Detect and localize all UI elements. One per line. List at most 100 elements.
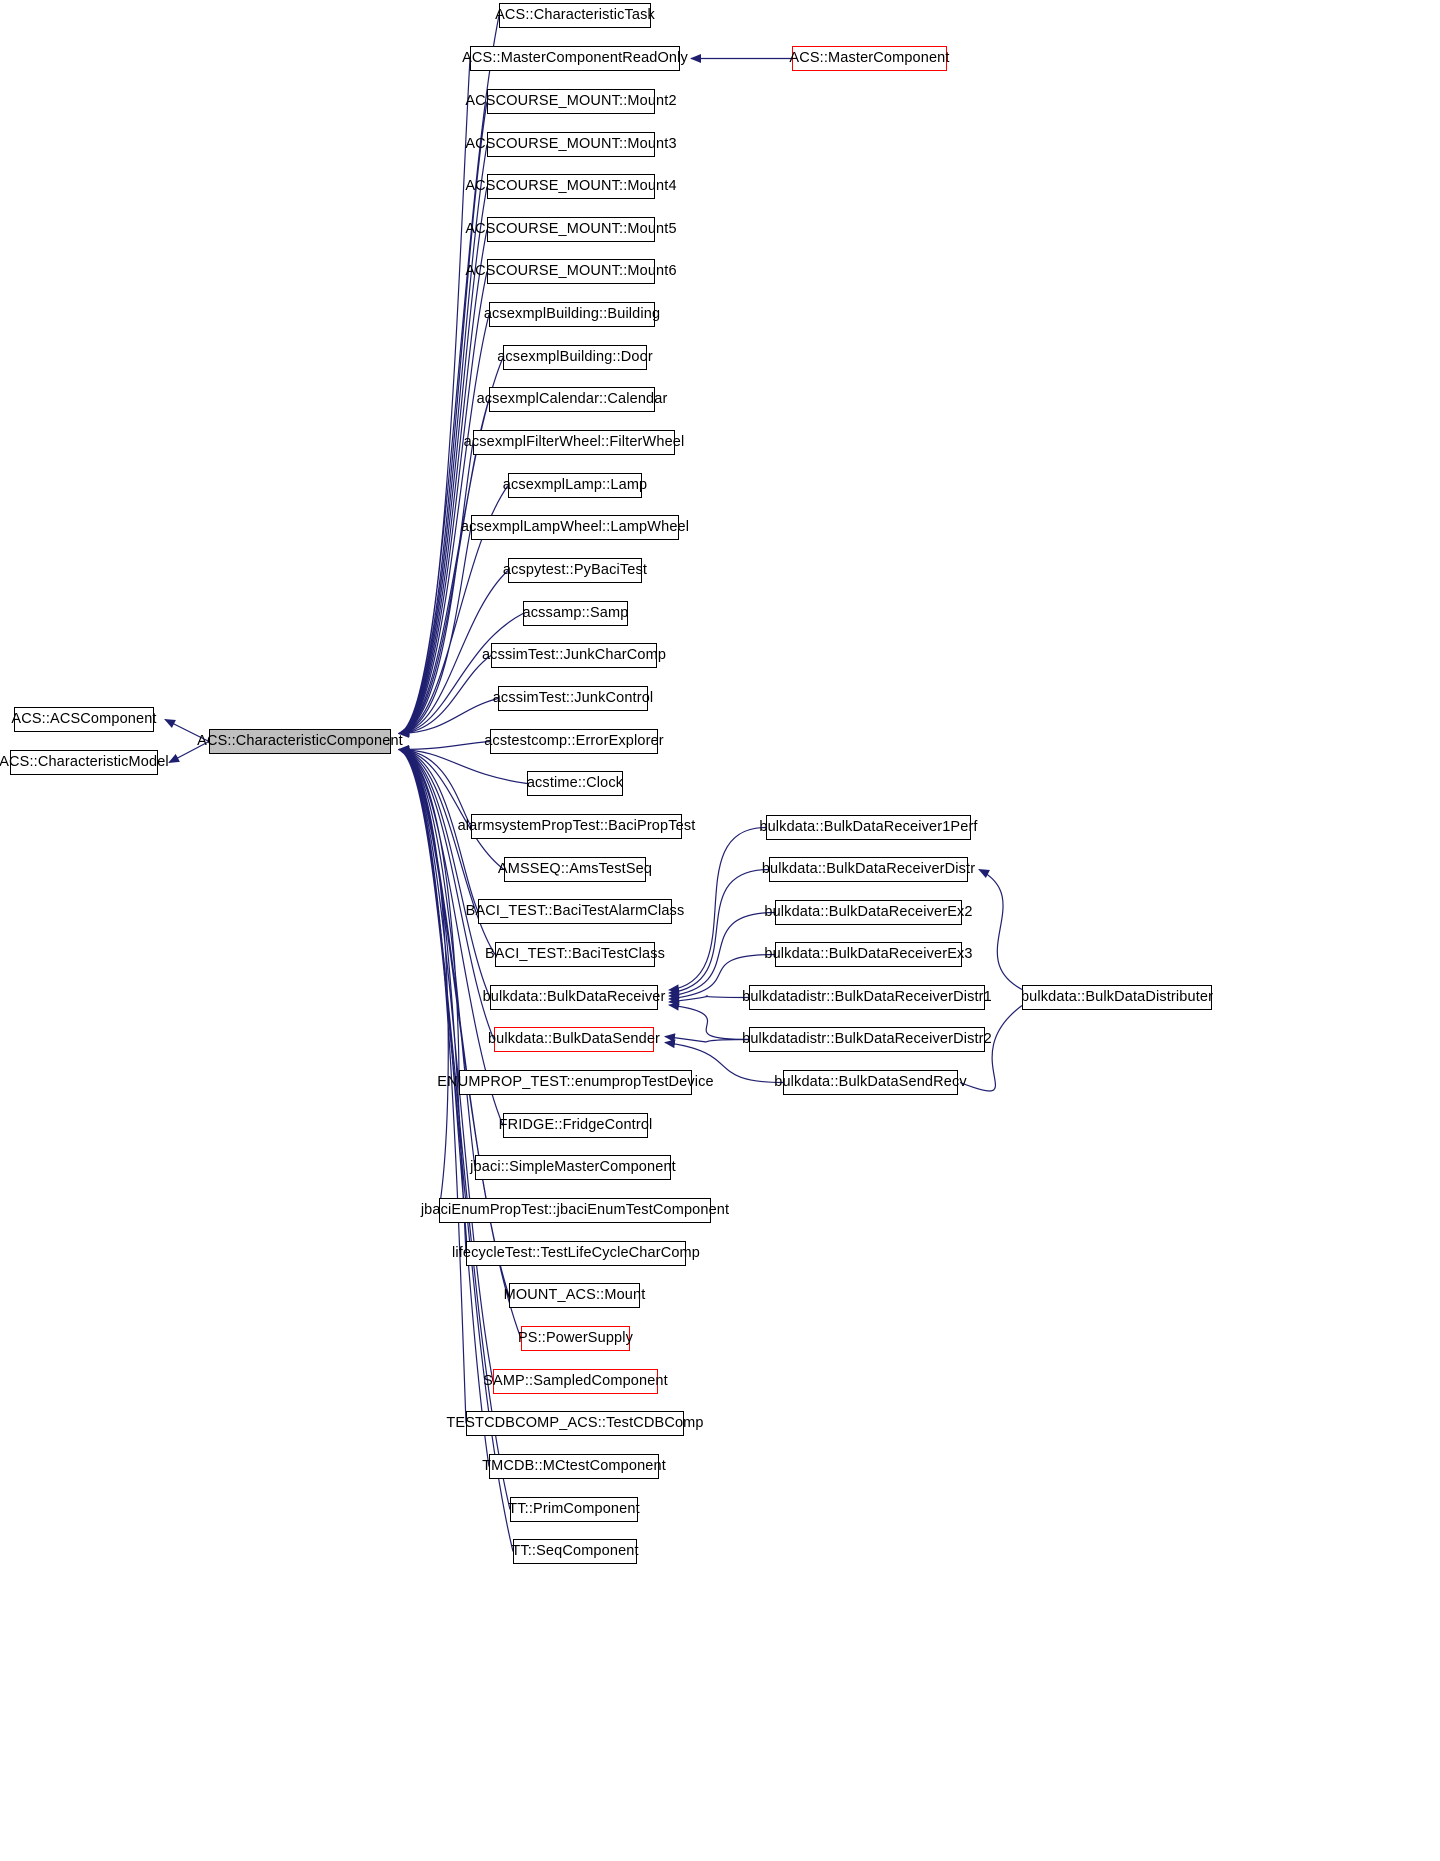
- inheritance-edge: [398, 747, 494, 1382]
- class-node-acs-characteristiccomponent[interactable]: ACS::CharacteristicComponent: [197, 729, 403, 754]
- class-node-baci-test-bacitestalarmclass[interactable]: BACI_TEST::BaciTestAlarmClass: [466, 899, 684, 924]
- inheritance-edge: [668, 995, 750, 1006]
- inheritance-edge: [398, 58, 471, 736]
- class-node-acsexmplcalendar-calendar[interactable]: acsexmplCalendar::Calendar: [477, 387, 667, 412]
- class-node-label: ACS::ACSComponent: [11, 711, 157, 728]
- class-node-bulkdata-bulkdatareceiverdistr[interactable]: bulkdata::BulkDataReceiverDistr: [762, 857, 975, 882]
- class-node-label: bulkdata::BulkDataReceiverEx2: [764, 904, 973, 921]
- class-node-acs-acscomponent[interactable]: ACS::ACSComponent: [11, 707, 156, 732]
- inheritance-edge: [398, 442, 474, 737]
- inheritance-edge: [668, 868, 770, 997]
- class-node-tt-primcomponent[interactable]: TT::PrimComponent: [508, 1497, 640, 1522]
- class-node-bulkdata-bulkdatasender[interactable]: bulkdata::BulkDataSender: [488, 1027, 660, 1052]
- class-node-label: acssimTest::JunkControl: [492, 690, 654, 707]
- inheritance-edge: [398, 271, 488, 736]
- class-node-acspytest-pybacitest[interactable]: acspytest::PyBaciTest: [503, 558, 647, 583]
- class-node-acssamp-samp[interactable]: acssamp::Samp: [523, 601, 628, 626]
- class-node-label: acsexmplBuilding::Door: [497, 349, 653, 366]
- class-node-jbacienumproptest-jbacienumtestcomponent[interactable]: jbaciEnumPropTest::jbaciEnumTestComponen…: [421, 1198, 729, 1223]
- class-node-bulkdatadistr-bulkdatareceiverdistr1[interactable]: bulkdatadistr::BulkDataReceiverDistr1: [742, 985, 992, 1010]
- class-node-acs-characteristicmodel[interactable]: ACS::CharacteristicModel: [0, 750, 169, 775]
- class-node-label: alarmsystemPropTest::BaciPropTest: [457, 818, 696, 835]
- inheritance-edge: [978, 868, 1023, 991]
- class-node-label: bulkdata::BulkDataSender: [487, 1031, 661, 1048]
- inheritance-edge: [398, 229, 488, 736]
- inheritance-edge: [398, 748, 490, 1467]
- class-node-label: ENUMPROP_TEST::enumpropTestDevice: [437, 1074, 714, 1091]
- class-node-label: TESTCDBCOMP_ACS::TestCDBComp: [446, 1415, 704, 1432]
- class-node-label: PS::PowerSupply: [517, 1330, 634, 1347]
- class-node-bulkdata-bulkdatareceiverex3[interactable]: bulkdata::BulkDataReceiverEx3: [764, 942, 972, 967]
- inheritance-edge: [398, 101, 488, 736]
- class-node-amsseq-amstestseq[interactable]: AMSSEQ::AmsTestSeq: [498, 857, 652, 882]
- class-node-label: ACS::CharacteristicTask: [495, 7, 655, 24]
- class-node-label: bulkdatadistr::BulkDataReceiverDistr1: [742, 989, 992, 1006]
- inheritance-edge: [398, 746, 491, 998]
- class-node-label: acssimTest::JunkCharComp: [481, 647, 667, 664]
- class-node-enumprop-test-enumproptestdevice[interactable]: ENUMPROP_TEST::enumpropTestDevice: [437, 1070, 714, 1095]
- inheritance-edge: [398, 748, 511, 1510]
- class-node-testcdbcomp-acs-testcdbcomp[interactable]: TESTCDBCOMP_ACS::TestCDBComp: [446, 1411, 703, 1436]
- class-node-label: bulkdata::BulkDataReceiver1Perf: [759, 819, 978, 836]
- class-node-acs-characteristictask[interactable]: ACS::CharacteristicTask: [495, 3, 655, 28]
- class-node-label: acstime::Clock: [526, 775, 624, 792]
- class-node-acssimtest-junkcharcomp[interactable]: acssimTest::JunkCharComp: [482, 643, 666, 668]
- class-node-ps-powersupply[interactable]: PS::PowerSupply: [518, 1326, 633, 1351]
- class-node-label: MOUNT_ACS::Mount: [503, 1287, 646, 1304]
- class-node-bulkdata-bulkdatasendrecv[interactable]: bulkdata::BulkDataSendRecv: [774, 1070, 967, 1095]
- inheritance-edge: [398, 527, 472, 738]
- inheritance-edge: [398, 655, 492, 738]
- class-node-fridge-fridgecontrol[interactable]: FRIDGE::FridgeControl: [499, 1113, 652, 1138]
- class-node-bulkdata-bulkdatareceiver1perf[interactable]: bulkdata::BulkDataReceiver1Perf: [759, 815, 977, 840]
- class-node-mount-acs-mount[interactable]: MOUNT_ACS::Mount: [504, 1283, 645, 1308]
- class-node-acsexmpllamp-lamp[interactable]: acsexmplLamp::Lamp: [503, 473, 647, 498]
- class-node-label: acsexmplFilterWheel::FilterWheel: [463, 434, 685, 451]
- class-node-acstestcomp-errorexplorer[interactable]: acstestcomp::ErrorExplorer: [484, 729, 664, 754]
- class-node-samp-sampledcomponent[interactable]: SAMP::SampledComponent: [483, 1369, 668, 1394]
- inheritance-edge: [398, 745, 528, 785]
- class-node-tmcdb-mctestcomponent[interactable]: TMCDB::MCtestComponent: [482, 1454, 666, 1479]
- class-node-acscourse-mount-mount4[interactable]: ACSCOURSE_MOUNT::Mount4: [465, 174, 677, 199]
- class-node-bulkdata-bulkdatareceiver[interactable]: bulkdata::BulkDataReceiver: [483, 985, 665, 1010]
- class-node-tt-seqcomponent[interactable]: TT::SeqComponent: [511, 1539, 639, 1564]
- inheritance-edge: [398, 740, 491, 754]
- inheritance-edge: [398, 746, 476, 1168]
- class-node-label: ACS::MasterComponent: [789, 50, 950, 67]
- inheritance-edge: [398, 745, 505, 870]
- class-node-bulkdata-bulkdatareceiverex2[interactable]: bulkdata::BulkDataReceiverEx2: [764, 900, 972, 925]
- inheritance-edge: [398, 357, 504, 737]
- class-node-label: bulkdata::BulkDataReceiver: [482, 989, 666, 1006]
- class-node-acssimtest-junkcontrol[interactable]: acssimTest::JunkControl: [493, 686, 653, 711]
- class-node-bulkdata-bulkdatadistributer[interactable]: bulkdata::BulkDataDistributer: [1021, 985, 1213, 1010]
- class-node-label: ACSCOURSE_MOUNT::Mount2: [465, 93, 677, 110]
- class-node-acsexmplfilterwheel-filterwheel[interactable]: acsexmplFilterWheel::FilterWheel: [464, 430, 684, 455]
- class-node-label: acsexmplBuilding::Building: [483, 306, 661, 323]
- class-node-label: lifecycleTest::TestLifeCycleCharComp: [452, 1245, 700, 1262]
- class-node-label: jbaciEnumPropTest::jbaciEnumTestComponen…: [420, 1202, 730, 1219]
- class-node-acscourse-mount-mount5[interactable]: ACSCOURSE_MOUNT::Mount5: [465, 217, 677, 242]
- class-node-acstime-clock[interactable]: acstime::Clock: [527, 771, 623, 796]
- class-node-acsexmpllampwheel-lampwheel[interactable]: acsexmplLampWheel::LampWheel: [461, 515, 689, 540]
- class-node-acsexmplbuilding-door[interactable]: acsexmplBuilding::Door: [497, 345, 653, 370]
- inheritance-edge: [398, 612, 524, 738]
- class-node-label: ACSCOURSE_MOUNT::Mount5: [465, 221, 677, 238]
- class-node-baci-test-bacitestclass[interactable]: BACI_TEST::BaciTestClass: [485, 942, 665, 967]
- class-node-acscourse-mount-mount6[interactable]: ACSCOURSE_MOUNT::Mount6: [465, 259, 677, 284]
- class-node-label: jbaci::SimpleMasterComponent: [470, 1159, 676, 1176]
- class-node-label: acstestcomp::ErrorExplorer: [484, 733, 664, 750]
- class-node-jbaci-simplemastercomponent[interactable]: jbaci::SimpleMasterComponent: [470, 1155, 676, 1180]
- class-node-alarmsystemproptest-baciproptest[interactable]: alarmsystemPropTest::BaciPropTest: [458, 814, 695, 839]
- class-node-label: ACS::CharacteristicComponent: [197, 733, 403, 750]
- class-node-label: SAMP::SampledComponent: [483, 1373, 668, 1390]
- class-node-label: bulkdata::BulkDataReceiverDistr: [761, 861, 976, 878]
- class-node-acscourse-mount-mount3[interactable]: ACSCOURSE_MOUNT::Mount3: [465, 132, 677, 157]
- inheritance-edge: [668, 911, 776, 1000]
- inheritance-edge: [398, 746, 460, 1083]
- inheritance-edge: [668, 1001, 750, 1041]
- class-node-acsexmplbuilding-building[interactable]: acsexmplBuilding::Building: [484, 302, 660, 327]
- class-node-acscourse-mount-mount2[interactable]: ACSCOURSE_MOUNT::Mount2: [465, 89, 677, 114]
- class-node-lifecycletest-testlifecyclecharcomp[interactable]: lifecycleTest::TestLifeCycleCharComp: [452, 1241, 700, 1266]
- class-node-bulkdatadistr-bulkdatareceiverdistr2[interactable]: bulkdatadistr::BulkDataReceiverDistr2: [742, 1027, 992, 1052]
- class-node-acs-mastercomponentreadonly[interactable]: ACS::MasterComponentReadOnly: [462, 46, 688, 71]
- class-node-acs-mastercomponent[interactable]: ACS::MasterComponent: [789, 46, 949, 71]
